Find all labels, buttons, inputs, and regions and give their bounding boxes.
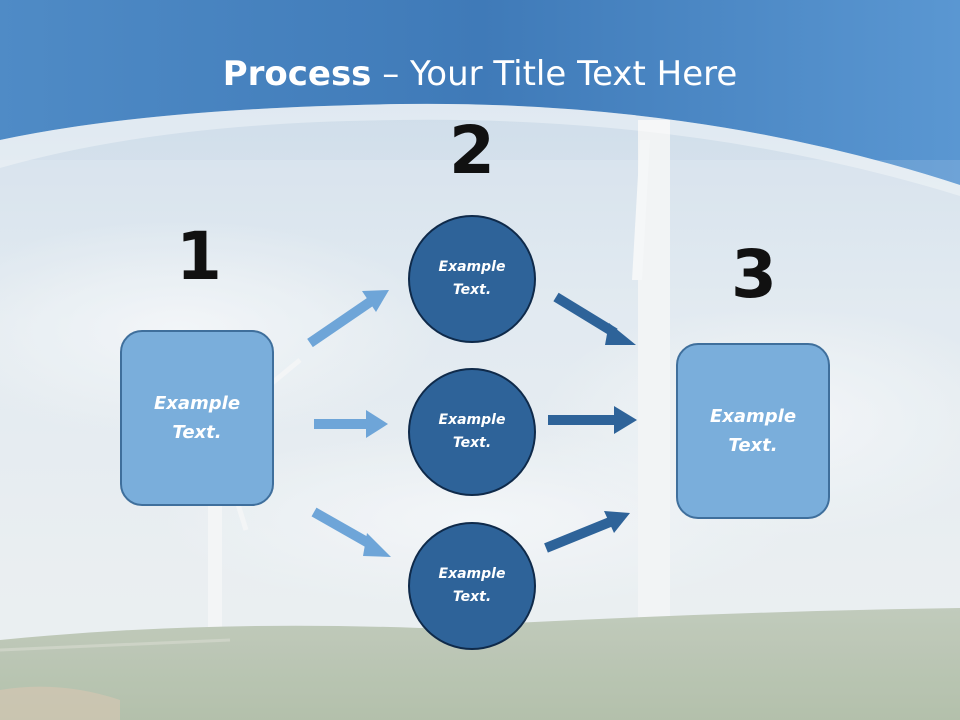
arrow-from-middle-circle <box>548 406 637 434</box>
title-bold: Process <box>222 54 372 94</box>
output-box: Example Text. <box>676 343 830 519</box>
arrow-from-top-circle <box>553 292 636 345</box>
process-circle-bottom: Example Text. <box>408 522 536 650</box>
slide-title: Process – Your Title Text Here <box>0 52 960 96</box>
arrow-to-middle-circle <box>314 410 388 438</box>
arrow-from-bottom-circle <box>544 511 630 553</box>
step-number-2: 2 <box>449 112 495 189</box>
step-number-1: 1 <box>176 218 222 295</box>
process-circle-middle-text: Example Text. <box>438 412 506 451</box>
process-circle-bottom-text: Example Text. <box>438 566 506 605</box>
input-box-text: Example Text. <box>153 393 241 443</box>
arrow-to-top-circle <box>307 290 389 348</box>
process-circle-top-text: Example Text. <box>438 259 506 298</box>
input-box: Example Text. <box>120 330 274 506</box>
step-number-3: 3 <box>731 236 777 313</box>
process-circle-middle: Example Text. <box>408 368 536 496</box>
arrow-to-bottom-circle <box>311 507 391 557</box>
process-circle-top: Example Text. <box>408 215 536 343</box>
output-box-text: Example Text. <box>709 406 797 456</box>
title-rest: – Your Title Text Here <box>371 54 738 94</box>
